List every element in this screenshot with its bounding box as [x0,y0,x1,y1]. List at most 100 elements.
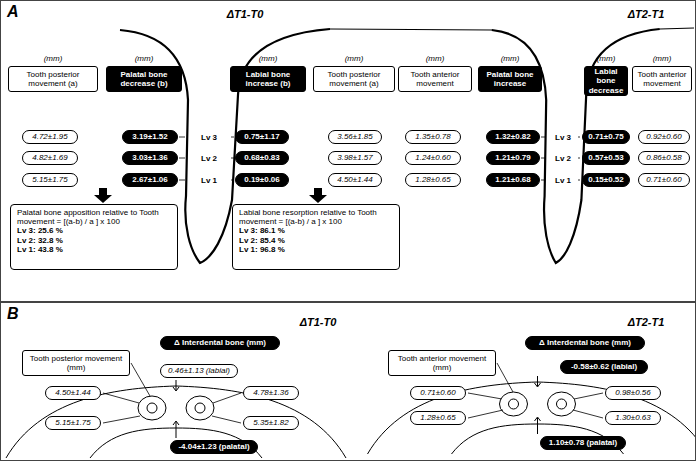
g-stroke [492,29,660,263]
value-pill-dark: 1.21±0.79 [486,151,540,165]
panel-letter: A [7,3,19,21]
level-label: Lv 1 [200,176,218,185]
value-pill: 1.24±0.60 [405,151,461,165]
formula-text: Labial bone resorption relative to Tooth… [239,208,393,226]
path-stroke [497,363,513,392]
level-label: Lv 1 [554,176,572,185]
formula-box: Labial bone resorption relative to Tooth… [232,204,400,270]
value-pill: 0.86±0.58 [638,151,690,165]
value-text: 1.28±0.65 [415,175,451,184]
value-text: Δ Interdental bone (mm) [174,338,266,347]
value-text: 2.67±1.06 [132,175,168,184]
value-text: 4.50±1.44 [337,175,373,184]
value-text: 0.71±0.60 [420,388,456,397]
value-text: 4.72±1.95 [32,132,68,141]
formula-box: Palatal bone apposition relative to Toot… [10,204,178,270]
unit-label: (mm) [479,54,541,63]
value-pill-dark: 1.10±0.78 (palatal) [540,436,626,450]
value-text: 0.71±0.75 [588,132,624,141]
path-stroke [330,28,694,30]
value-pill: 1.28±0.65 [410,411,466,425]
path-stroke [103,393,241,423]
box-text: Palatal bone increase [482,70,538,88]
value-pill: 4.78±1.36 [243,386,299,400]
box-text: Labial bone increase (b) [234,70,302,88]
value-pill-dark: 1.21±0.68 [486,173,540,187]
value-pill-dark: 2.67±1.06 [122,173,178,187]
interval-title: ΔT1-T0 [227,8,264,20]
value-pill-dark: 3.03±1.36 [122,151,178,165]
value-text: 0.75±1.17 [244,132,280,141]
value-pill-dark: 0.68±0.83 [235,151,289,165]
value-pill: 0.71±0.60 [638,173,690,187]
percent-line: Lv 2: 32.8 % [17,236,63,245]
value-pill: 3.98±1.57 [328,151,382,165]
value-pill-dark: 0.57±0.53 [582,151,630,165]
percent-line: Lv 1: 96.8 % [239,245,285,254]
unit-label: (mm) [231,54,305,63]
header-box-dark: (mm)Palatal bone increase [478,66,542,92]
value-text: 0.86±0.58 [646,153,682,162]
value-pill-dark: 0.75±1.17 [235,130,289,144]
value-text: 5.15±1.75 [55,418,91,427]
path-stroke [179,137,185,180]
value-text: 0.57±0.53 [588,153,624,162]
value-text: 4.50±1.44 [55,388,91,397]
g-stroke [103,363,603,423]
header-box-dark: (mm)Palatal bone decrease (b) [106,66,182,92]
interval-title: ΔT1-T0 [300,316,337,328]
value-pill: 3.56±1.85 [328,130,382,144]
value-text: 1.30±0.63 [615,413,651,422]
value-pill-dark: Δ Interdental bone (mm) [160,336,280,350]
header-box: Tooth posterior movement (mm) [22,350,130,376]
value-text: 5.15±1.75 [32,175,68,184]
value-text: 1.35±0.78 [415,132,451,141]
g-stroke [368,376,696,454]
value-text: 4.82±1.69 [32,153,68,162]
unit-label: (mm) [9,54,97,63]
header-box-dark: (mm)Labial bone decrease [584,66,628,96]
interval-title: ΔT2-T1 [628,8,665,20]
percent-line: Lv 3: 86.1 % [239,226,285,235]
unit-label: (mm) [399,54,471,63]
value-pill: 1.30±0.63 [605,411,661,425]
box-text: Tooth posterior movement (a) [12,70,94,88]
value-pill: 1.35±0.78 [405,130,461,144]
level-label: Lv 3 [200,133,218,142]
box-text: Tooth anterior movement (mm) [392,354,492,372]
value-pill: 4.50±1.44 [45,386,101,400]
value-pill: 4.72±1.95 [22,130,78,144]
percent-line: Lv 2: 85.4 % [239,236,285,245]
header-box: (mm)Tooth anterior movement [632,66,692,92]
value-pill: 0.98±0.56 [605,386,661,400]
figure-panel: BΔ Interdental bone (mm)Tooth posterior … [1,303,695,460]
value-text: 3.98±1.57 [337,153,373,162]
use-stroke [6,380,346,458]
value-text: 1.28±0.65 [420,413,456,422]
box-text: Labial bone decrease [588,67,624,95]
box-text: Tooth posterior movement (mm) [26,354,126,372]
header-box: (mm)Tooth anterior movement [398,66,472,92]
use-stroke [492,29,660,263]
value-text: 1.21±0.79 [495,153,531,162]
value-pill-dark: 0.71±0.75 [582,130,630,144]
box-text: Tooth posterior movement (a) [317,70,391,88]
header-box: Tooth anterior movement (mm) [388,350,496,376]
path-stroke [94,188,112,203]
value-pill: 0.92±0.60 [638,130,690,144]
value-pill: 4.82±1.69 [22,151,78,165]
value-text: 0.68±0.83 [244,153,280,162]
box-text: Palatal bone decrease (b) [110,70,178,88]
value-pill: 5.35±1.82 [243,416,299,430]
unit-label: (mm) [107,54,181,63]
box-text: Tooth anterior movement [636,70,688,88]
value-pill: 4.50±1.44 [328,173,382,187]
value-pill: 0.71±0.60 [410,386,466,400]
value-text: 3.03±1.36 [132,153,168,162]
box-text: Tooth anterior movement [402,70,468,88]
path-stroke [131,363,150,396]
value-pill: 5.15±1.75 [22,173,78,187]
value-text: -4.04±1.23 (palatal) [178,442,249,451]
path-stroke [578,137,580,180]
value-text: 0.46±1.13 (labial) [168,366,230,375]
